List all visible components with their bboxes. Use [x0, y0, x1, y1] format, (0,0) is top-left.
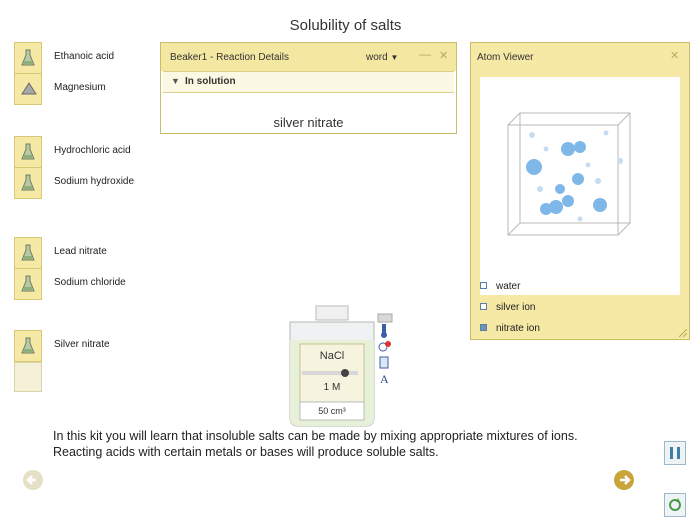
particle-view[interactable]: [480, 77, 680, 295]
legend-label: silver ion: [496, 302, 536, 313]
reagent-sodium-hydroxide[interactable]: Sodium hydroxide: [14, 167, 142, 199]
reagent-label: Magnesium: [54, 82, 106, 93]
page-title: Solubility of salts: [289, 17, 402, 34]
reagent-silver-nitrate[interactable]: Silver nitrate: [14, 330, 142, 362]
next-arrow-icon[interactable]: [613, 469, 635, 491]
legend-label: water: [496, 281, 521, 292]
reagent-lead-nitrate[interactable]: Lead nitrate: [14, 237, 142, 269]
section-title: In solution: [185, 76, 236, 87]
chevron-down-icon: ▼: [390, 53, 399, 62]
flask-icon[interactable]: [14, 167, 42, 199]
atom-viewer-panel: Atom Viewer ✕: [470, 42, 690, 340]
concentration: 1 M: [323, 382, 341, 393]
refresh-icon: [669, 498, 681, 511]
collapse-arrow-icon[interactable]: ▼: [171, 76, 180, 86]
panel-title: Atom Viewer: [477, 52, 534, 63]
particle-box-3d: [507, 112, 631, 236]
solid-pile-icon[interactable]: [14, 73, 42, 105]
reagent-label: Silver nitrate: [54, 339, 110, 350]
reagent-label: Lead nitrate: [54, 246, 107, 257]
reagent-label: Hydrochloric acid: [54, 145, 131, 156]
close-icon[interactable]: ✕: [439, 50, 449, 62]
flask-icon[interactable]: [14, 330, 42, 362]
checkbox[interactable]: [480, 303, 487, 310]
reaction-details-panel: Beaker1 - Reaction Details word ▼ — ✕ ▼ …: [160, 42, 457, 134]
close-icon[interactable]: ✕: [670, 50, 680, 62]
reagent-label: Sodium hydroxide: [54, 176, 135, 187]
resize-grip-icon[interactable]: [679, 329, 687, 337]
solution-contents: silver nitrate: [273, 115, 344, 130]
reagent-ethanoic-acid[interactable]: Ethanoic acid: [14, 42, 142, 74]
reagent-label: Ethanoic acid: [54, 51, 115, 62]
flask-icon[interactable]: [14, 136, 42, 168]
ph-probe-icon[interactable]: [378, 340, 392, 354]
beaker-graphic: [289, 305, 393, 427]
in-solution-section[interactable]: ▼ In solution: [163, 71, 454, 93]
view-mode-value: word: [366, 52, 388, 63]
beaker[interactable]: NaCl 1 M 50 cm³ A: [286, 300, 396, 430]
legend-label: nitrate ion: [496, 323, 540, 334]
pause-button[interactable]: [664, 441, 686, 465]
panel-title: Beaker1 - Reaction Details: [170, 52, 289, 63]
empty-reagent-slot[interactable]: [14, 362, 42, 392]
thermometer-icon[interactable]: [378, 324, 390, 338]
reagent-sodium-chloride[interactable]: Sodium chloride: [14, 268, 142, 300]
instructions-text: In this kit you will learn that insolubl…: [53, 429, 578, 459]
checkbox[interactable]: [480, 282, 487, 289]
reset-button[interactable]: [664, 493, 686, 517]
solution-name: NaCl: [319, 350, 345, 362]
panel-header[interactable]: Atom Viewer ✕: [471, 43, 689, 71]
reagent-magnesium[interactable]: Magnesium: [14, 73, 142, 105]
flask-icon[interactable]: [14, 237, 42, 269]
cup-icon[interactable]: [379, 356, 391, 370]
reagent-label: Sodium chloride: [54, 277, 126, 288]
pause-icon: [670, 447, 680, 459]
minimize-icon[interactable]: —: [419, 47, 431, 61]
view-mode-dropdown[interactable]: word ▼: [366, 52, 398, 63]
text-label-icon[interactable]: A: [380, 372, 389, 386]
flask-icon[interactable]: [14, 42, 42, 74]
previous-arrow-icon[interactable]: [22, 469, 44, 491]
reagent-hydrochloric-acid[interactable]: Hydrochloric acid: [14, 136, 142, 168]
flask-icon[interactable]: [14, 268, 42, 300]
volume: 50 cm³: [318, 406, 346, 416]
panel-header[interactable]: Beaker1 - Reaction Details word ▼ — ✕: [161, 43, 456, 71]
checkbox[interactable]: [480, 324, 487, 331]
